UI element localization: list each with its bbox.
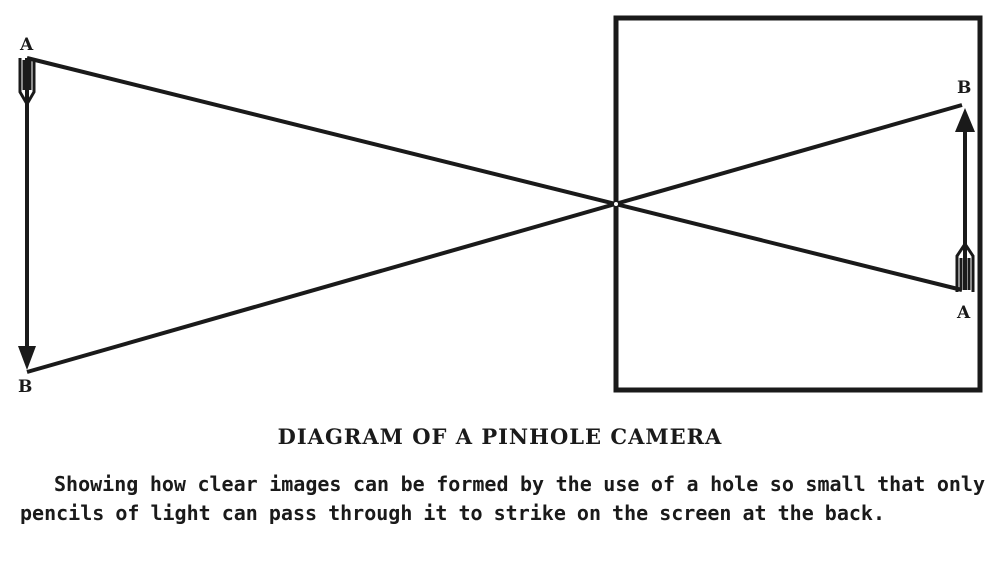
- caption-title: DIAGRAM OF A PINHOLE CAMERA: [277, 424, 723, 449]
- object-arrow: [18, 58, 36, 370]
- object-bottom-label: B: [18, 377, 32, 397]
- image-top-label: B: [957, 78, 971, 98]
- pinhole-camera-diagram: A B B A: [18, 15, 983, 397]
- caption-body: Showing how clear images can be formed b…: [20, 472, 985, 525]
- image-arrow: [955, 108, 975, 292]
- light-ray-b: [26, 103, 963, 374]
- camera-box: [613, 15, 983, 393]
- object-arrowhead: [18, 346, 36, 370]
- object-top-label: A: [19, 35, 34, 55]
- pinhole: [614, 202, 618, 206]
- light-ray-a: [26, 56, 963, 292]
- object-arrow-fletching: [18, 58, 36, 107]
- image-arrow-fletching: [955, 241, 975, 292]
- image-arrowhead: [955, 108, 975, 132]
- image-bottom-label: A: [956, 303, 971, 323]
